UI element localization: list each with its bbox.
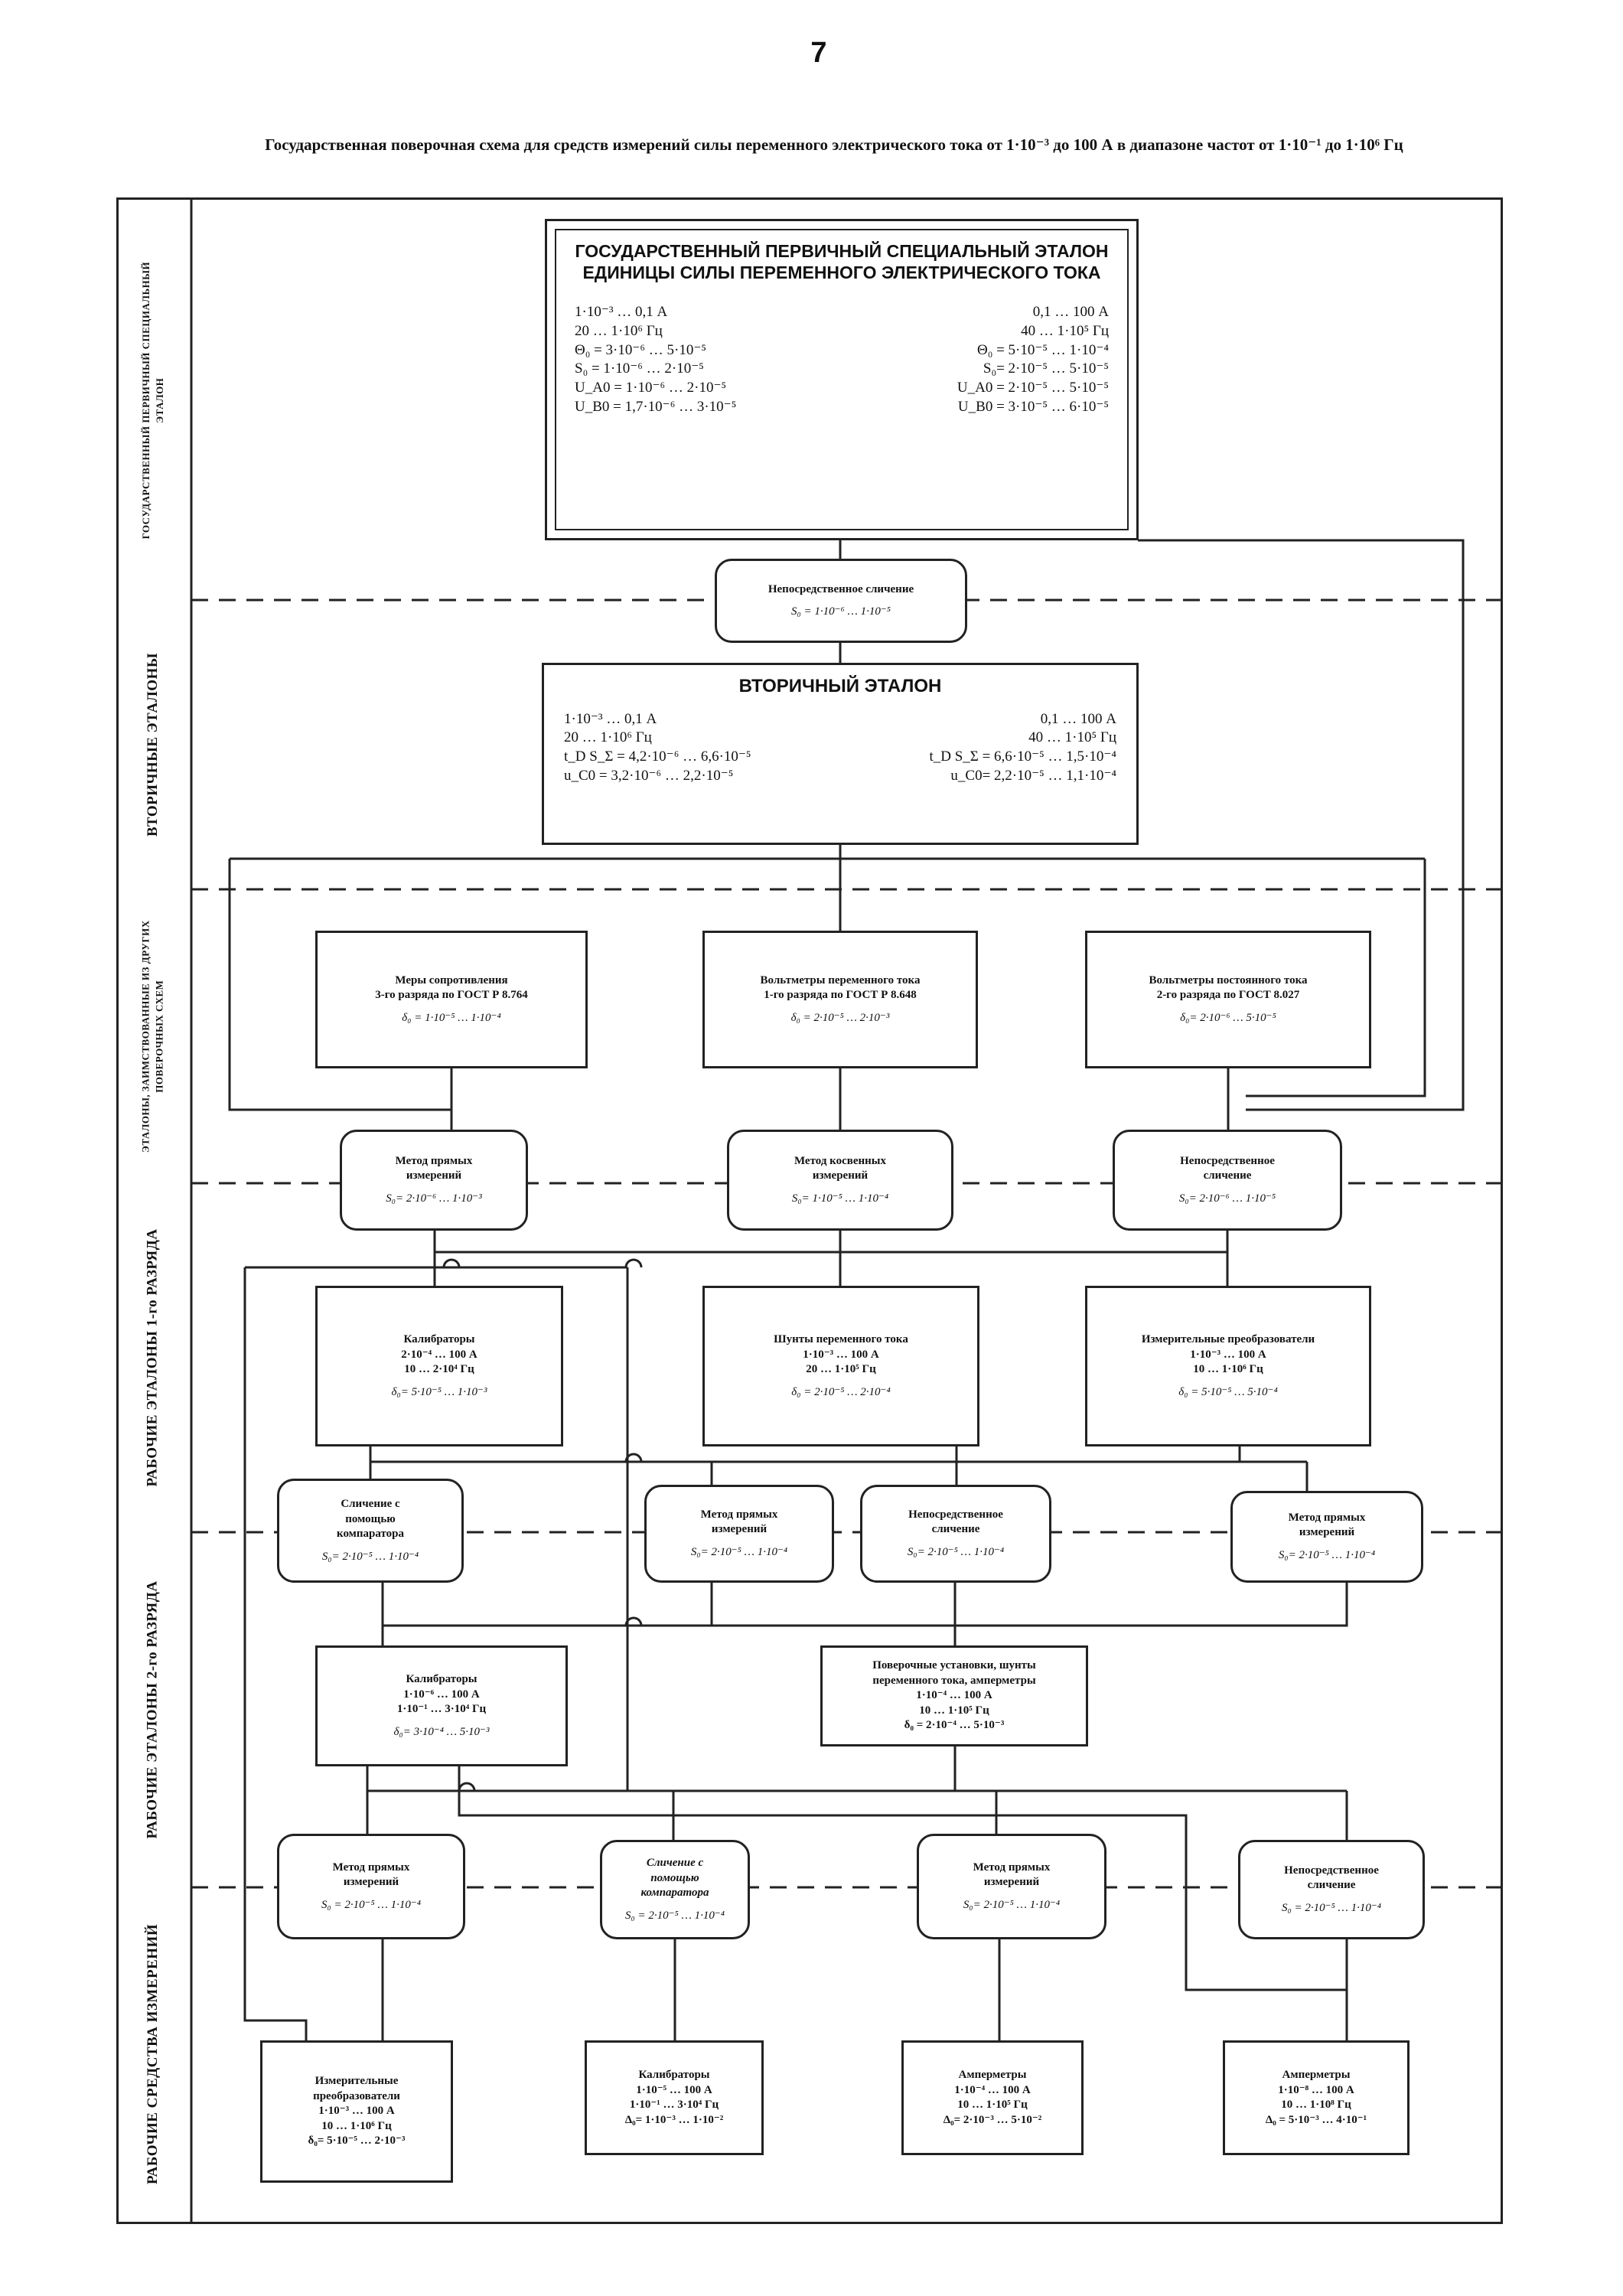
- rank1-box: Измерительные преобразователи 1·10⁻³ … 1…: [1085, 1286, 1371, 1446]
- working-instrument-box: Амперметры 1·10⁻⁸ … 100 А 10 … 1·10⁸ Гц …: [1223, 2040, 1410, 2155]
- rank1-box: Шунты переменного тока 1·10⁻³ … 100 А 20…: [702, 1286, 979, 1446]
- row-label-secondary: ВТОРИЧНЫЕ ЭТАЛОНЫ: [145, 652, 161, 837]
- method-box: Сличение с помощью компаратора S₀ = 2·10…: [600, 1840, 750, 1939]
- secondary-left-specs: 1·10⁻³ … 0,1 А 20 … 1·10⁶ Гц t_D S_Σ = 4…: [564, 710, 751, 784]
- borrowed-box: Меры сопротивления 3-го разряда по ГОСТ …: [315, 931, 588, 1068]
- working-instrument-box: Амперметры 1·10⁻⁴ … 100 А 10 … 1·10⁵ Гц …: [901, 2040, 1084, 2155]
- method-box: Метод прямых измерений S₀= 2·10⁻⁶ … 1·10…: [340, 1130, 528, 1231]
- rank2-box: Поверочные установки, шунты переменного …: [820, 1645, 1088, 1746]
- rank1-box: Калибраторы 2·10⁻⁴ … 100 А 10 … 2·10⁴ Гц…: [315, 1286, 563, 1446]
- working-instrument-box: Калибраторы 1·10⁻⁵ … 100 А 1·10⁻¹ … 3·10…: [585, 2040, 764, 2155]
- method-box: Непосредственное сличение S₀= 2·10⁻⁵ … 1…: [860, 1485, 1051, 1583]
- primary-standard-box: ГОСУДАРСТВЕННЫЙ ПЕРВИЧНЫЙ СПЕЦИАЛЬНЫЙ ЭТ…: [545, 219, 1139, 540]
- rank2-box: Калибраторы 1·10⁻⁶ … 100 А 1·10⁻¹ … 3·10…: [315, 1645, 568, 1766]
- method-box-primary-comparison: Непосредственное сличение S₀ = 1·10⁻⁶ … …: [715, 559, 967, 643]
- method-box: Непосредственное сличение S₀= 2·10⁻⁶ … 1…: [1113, 1130, 1342, 1231]
- method-box: Метод прямых измерений S₀= 2·10⁻⁵ … 1·10…: [1230, 1491, 1423, 1583]
- row-label-rank1: РАБОЧИЕ ЭТАЛОНЫ 1-го РАЗРЯДА: [145, 1228, 161, 1487]
- method-box: Метод прямых измерений S₀= 2·10⁻⁵ … 1·10…: [917, 1834, 1106, 1939]
- page-number: 7: [810, 37, 827, 69]
- page-title: Государственная поверочная схема для сре…: [265, 135, 1403, 154]
- method-box: Метод косвенных измерений S₀= 1·10⁻⁵ … 1…: [727, 1130, 953, 1231]
- method-box: Метод прямых измерений S₀ = 2·10⁻⁵ … 1·1…: [277, 1834, 465, 1939]
- row-label-primary: ГОСУДАРСТВЕННЫЙ ПЕРВИЧНЫЙ СПЕЦИАЛЬНЫЙ ЭТ…: [139, 261, 165, 540]
- borrowed-box: Вольтметры переменного тока 1-го разряда…: [702, 931, 978, 1068]
- row-label-rank2: РАБОЧИЕ ЭТАЛОНЫ 2-го РАЗРЯДА: [145, 1580, 161, 1839]
- working-instrument-box: Измерительные преобразователи 1·10⁻³ … 1…: [260, 2040, 453, 2183]
- secondary-standard-box: ВТОРИЧНЫЙ ЭТАЛОН 1·10⁻³ … 0,1 А 20 … 1·1…: [542, 663, 1139, 845]
- method-box: Метод прямых измерений S₀= 2·10⁻⁵ … 1·10…: [644, 1485, 834, 1583]
- borrowed-box: Вольтметры постоянного тока 2-го разряда…: [1085, 931, 1371, 1068]
- method-box: Сличение с помощью компаратора S₀= 2·10⁻…: [277, 1479, 464, 1583]
- secondary-right-specs: 0,1 … 100 А 40 … 1·10⁵ Гц t_D S_Σ = 6,6·…: [929, 710, 1116, 784]
- method-box: Непосредственное сличение S₀ = 2·10⁻⁵ … …: [1238, 1840, 1425, 1939]
- row-label-working: РАБОЧИЕ СРЕДСТВА ИЗМЕРЕНИЙ: [145, 1923, 161, 2185]
- diagram-frame: [116, 197, 1503, 2224]
- primary-left-specs: 1·10⁻³ … 0,1 А 20 … 1·10⁶ Гц Θ₀ = 3·10⁻⁶…: [575, 304, 737, 415]
- primary-right-specs: 0,1 … 100 А 40 … 1·10⁵ Гц Θ₀ = 5·10⁻⁵ … …: [957, 304, 1109, 415]
- row-label-borrowed: ЭТАЛОНЫ, ЗАИМСТВОВАННЫЕ ИЗ ДРУГИХ ПОВЕРО…: [139, 920, 165, 1153]
